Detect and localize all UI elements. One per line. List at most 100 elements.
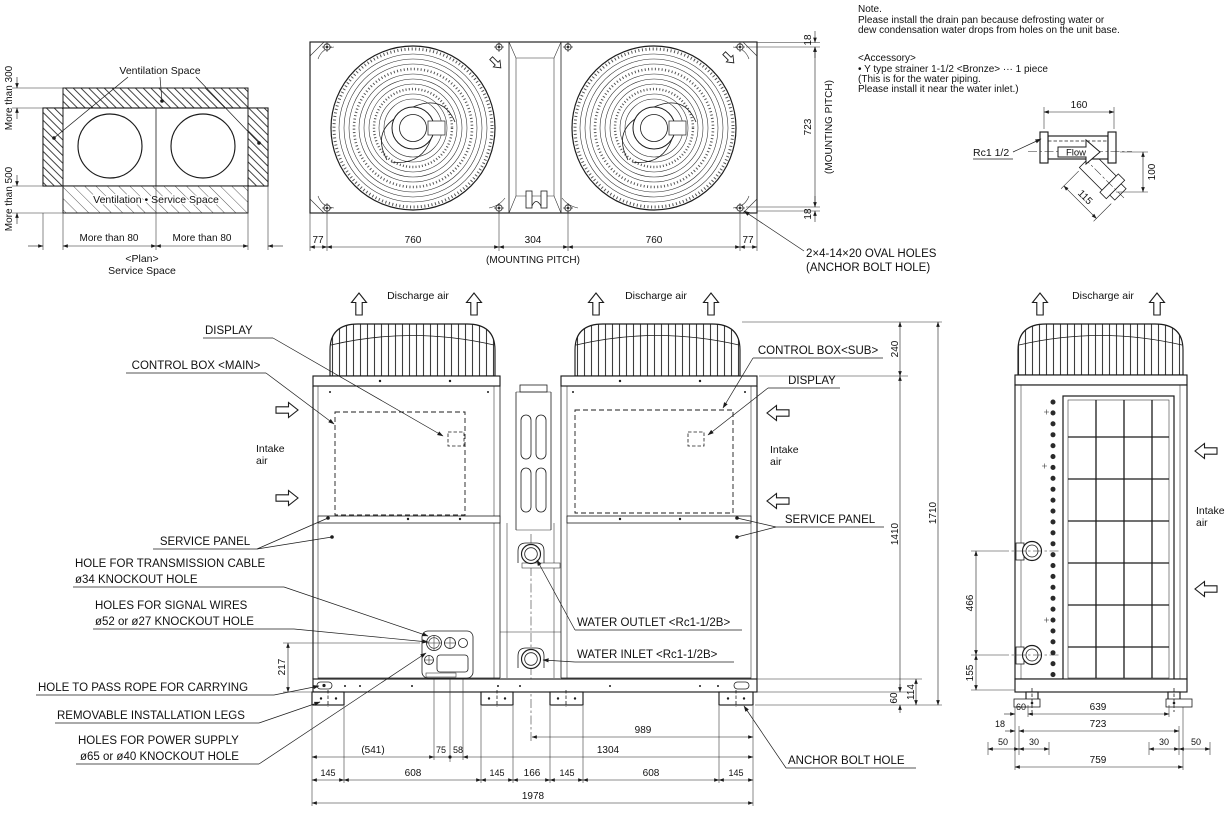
dim-217: 217 (277, 658, 288, 675)
dim-989: 989 (635, 725, 652, 736)
side-legs (1013, 688, 1193, 712)
service-panel-label: SERVICE PANEL (160, 536, 251, 548)
mounting-pitch-label: (MOUNTING PITCH) (486, 255, 580, 266)
dim-639: 639 (1090, 702, 1107, 713)
dim-30: 30 (1159, 737, 1169, 747)
flow-arrow-icon (1057, 138, 1101, 166)
dim-18: 18 (803, 34, 814, 46)
intake-air-label-2: air (1196, 517, 1208, 529)
accessory-line: Please install it near the water inlet.) (858, 84, 1019, 95)
intake-arrow-icon (766, 404, 790, 422)
dim-760: 760 (405, 235, 422, 246)
discharge-arrow-icon (702, 292, 720, 316)
fan-circle-left (77, 113, 143, 179)
intake-arrow-icon (275, 401, 299, 419)
dim-760: 760 (646, 235, 663, 246)
strainer-detail: 160 115 Flow Rc1 1/2 100 (973, 100, 1158, 222)
water-inlet-connection (517, 647, 545, 670)
dim-more-than-80-left: More than 80 (80, 233, 139, 244)
intake-air-label: Intake (1196, 505, 1225, 517)
mounting-pitch-label: (MOUNTING PITCH) (824, 80, 835, 174)
display-label: DISPLAY (205, 325, 253, 337)
dim-145: 145 (489, 768, 504, 778)
display-label: DISPLAY (788, 375, 836, 387)
dim-759: 759 (1090, 755, 1107, 766)
intake-arrow-icon (1194, 442, 1218, 460)
top-view: 77 760 304 760 77 (MOUNTING PITCH) 18 72… (309, 31, 937, 274)
dim-240: 240 (890, 340, 901, 357)
display-right-outline (687, 431, 705, 447)
power-holes-label: HOLES FOR POWER SUPPLY (78, 735, 239, 747)
dim-466: 466 (965, 594, 976, 611)
intake-arrow-icon (275, 489, 299, 507)
dim-60: 60 (889, 692, 900, 704)
water-inlet-label: WATER INLET <Rc1-1/2B> (577, 649, 718, 661)
ventilation-space-left-band (42, 107, 64, 187)
dim-145: 145 (559, 768, 574, 778)
removable-legs-label: REMOVABLE INSTALLATION LEGS (57, 710, 245, 722)
control-box-sub-outline (574, 409, 734, 514)
discharge-arrow-icon (1148, 292, 1166, 316)
discharge-arrow-icon (587, 292, 605, 316)
unit-outline (42, 107, 269, 187)
accessory-line: (This is for the water piping. (858, 74, 981, 85)
side-view-bottom-dims: 60 639 18 723 50 30 30 50 759 (987, 702, 1211, 770)
intake-air-label: Intake (770, 444, 799, 456)
front-view: Discharge air Discharge air (36, 290, 942, 806)
dim-18: 18 (803, 208, 814, 220)
rope-hole-right (733, 681, 750, 690)
dim-100: 100 (1147, 163, 1158, 180)
front-view-callouts-left: DISPLAY CONTROL BOX <MAIN> SERVICE PANEL… (36, 325, 444, 765)
discharge-arrow-icon (465, 292, 483, 316)
front-view-callouts-right: CONTROL BOX<SUB> DISPLAY SERVICE PANEL W… (536, 345, 916, 769)
fan-cowl-left (329, 323, 496, 377)
dim-more-than-300: More than 300 (4, 65, 15, 130)
intake-air-label-2: air (770, 456, 782, 468)
fan-cowl-side (1017, 323, 1184, 376)
plan-caption-2: Service Space (108, 265, 176, 277)
dim-608: 608 (643, 768, 660, 779)
dim-1304: 1304 (597, 745, 620, 756)
note-title: Note. (858, 4, 882, 15)
plan-caption: <Plan> (125, 253, 158, 265)
oval-holes-label: 2×4-14×20 OVAL HOLES (806, 248, 937, 260)
dim-723: 723 (1090, 719, 1107, 730)
flow-label: Flow (1066, 148, 1086, 159)
dim-1410: 1410 (890, 522, 901, 545)
knockout-panel (421, 630, 474, 679)
dim-77: 77 (312, 235, 324, 246)
base-rail (312, 678, 758, 693)
oval-holes-label-2: (ANCHOR BOLT HOLE) (806, 262, 930, 274)
dim-77: 77 (742, 235, 754, 246)
intake-arrow-icon (766, 492, 790, 510)
dim-50: 50 (998, 737, 1008, 747)
note-line: Please install the drain pan because def… (858, 15, 1105, 26)
center-column (515, 384, 552, 531)
dim-more-than-80-right: More than 80 (173, 233, 232, 244)
intake-arrow-icon (1194, 580, 1218, 598)
dim-50: 50 (1191, 737, 1201, 747)
dim-115: 115 (1075, 188, 1094, 207)
dim-1710: 1710 (928, 501, 939, 524)
dim-304: 304 (525, 235, 542, 246)
discharge-arrow-icon (1031, 292, 1049, 316)
dim-more-than-500: More than 500 (4, 166, 15, 231)
ventilation-space-right-band (247, 107, 269, 187)
signal-holes-label-2: ø52 or ø27 KNOCKOUT HOLE (95, 616, 254, 628)
dim-608: 608 (405, 768, 422, 779)
dim-541: (541) (361, 745, 384, 756)
signal-holes-label: HOLES FOR SIGNAL WIRES (95, 600, 248, 612)
water-outlet-label: WATER OUTLET <Rc1-1/2B> (577, 617, 730, 629)
anchor-bolt-hole-label: ANCHOR BOLT HOLE (788, 755, 905, 767)
dim-160: 160 (1071, 100, 1088, 111)
fan-top-right (570, 44, 738, 212)
installation-legs (311, 690, 754, 707)
dim-145: 145 (728, 768, 743, 778)
power-holes-label-2: ø65 or ø40 KNOCKOUT HOLE (80, 751, 239, 763)
side-view: Discharge air Inta (965, 290, 1225, 770)
dim-1978: 1978 (522, 791, 545, 802)
fan-circle-right (170, 113, 236, 179)
control-box-main-label: CONTROL BOX <MAIN> (132, 360, 261, 372)
accessory-line: • Y type strainer 1-1/2 <Bronze> ··· 1 p… (858, 64, 1048, 75)
